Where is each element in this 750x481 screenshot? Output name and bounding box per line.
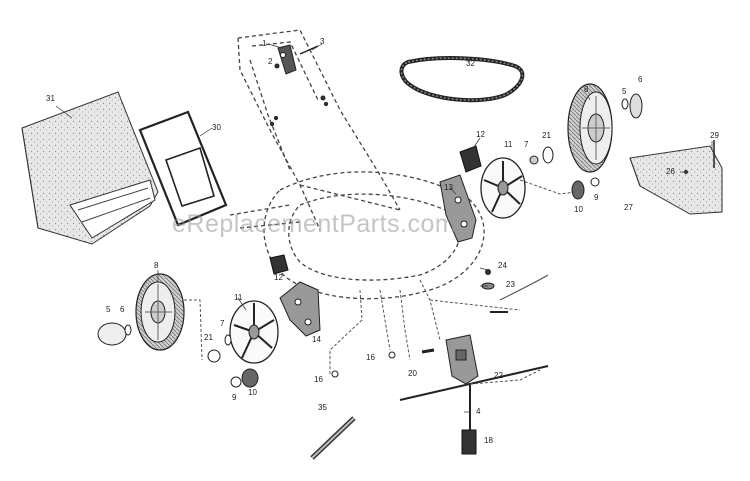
callout-32: 32 xyxy=(466,59,475,68)
callout-16-center: 16 xyxy=(366,353,375,362)
callout-13: 13 xyxy=(444,183,453,192)
callout-26: 26 xyxy=(666,167,675,176)
callout-9-right: 9 xyxy=(594,193,599,202)
callout-12-lower: 12 xyxy=(274,273,283,282)
callout-5-left: 5 xyxy=(106,305,111,314)
callout-35: 35 xyxy=(318,403,327,412)
callout-12-upper: 12 xyxy=(476,130,485,139)
mower-deck xyxy=(229,171,485,300)
rod xyxy=(310,416,356,460)
transmission xyxy=(399,334,549,455)
callout-11-right: 11 xyxy=(504,140,513,149)
drive-cover-right xyxy=(480,157,526,219)
callout-18: 18 xyxy=(484,436,493,445)
callout-24: 24 xyxy=(498,261,507,270)
callout-2: 2 xyxy=(268,57,273,66)
grass-bag xyxy=(21,91,159,245)
callout-14: 14 xyxy=(312,335,321,344)
callout-3: 3 xyxy=(320,37,325,46)
callout-21-right: 21 xyxy=(542,131,551,140)
right-small-parts xyxy=(519,146,600,200)
callout-6-right: 6 xyxy=(638,75,643,84)
height-adjuster-left xyxy=(279,281,321,337)
callout-22: 22 xyxy=(494,371,503,380)
callout-4: 4 xyxy=(476,407,481,416)
callout-27: 27 xyxy=(624,203,633,212)
callout-11-left: 11 xyxy=(234,293,243,302)
axle-parts xyxy=(331,269,549,378)
callout-6-left: 6 xyxy=(120,305,125,314)
callout-5-right: 5 xyxy=(622,87,627,96)
callout-10-left: 10 xyxy=(248,388,257,397)
drive-belt xyxy=(399,56,525,103)
hubcap-left xyxy=(97,322,132,346)
handle-assembly xyxy=(237,29,401,231)
spring-upper xyxy=(459,145,482,173)
hubcap-right xyxy=(621,93,643,119)
callout-8-left: 8 xyxy=(154,261,159,270)
callout-21-left: 21 xyxy=(204,333,213,342)
callout-29: 29 xyxy=(710,131,719,140)
callout-20: 20 xyxy=(408,369,417,378)
callout-7-left: 7 xyxy=(220,319,225,328)
bag-frame xyxy=(138,110,228,227)
upper-handle-parts xyxy=(269,44,329,127)
callout-23: 23 xyxy=(506,280,515,289)
rear-flap xyxy=(629,140,723,215)
callout-30: 30 xyxy=(212,123,221,132)
callout-31: 31 xyxy=(46,94,55,103)
watermark-text: eReplacementParts.com xyxy=(172,210,457,238)
callout-9-left: 9 xyxy=(232,393,237,402)
linkage-lines xyxy=(329,279,541,385)
left-small-parts xyxy=(184,299,259,388)
leader-lines xyxy=(55,43,713,441)
height-adjuster-right xyxy=(439,174,477,243)
drive-cover-left xyxy=(229,300,279,364)
rear-wheel-left xyxy=(135,273,185,351)
rear-wheel-right xyxy=(567,83,613,173)
callout-8-right: 8 xyxy=(584,85,589,94)
callout-16-left: 16 xyxy=(314,375,323,384)
callout-10-right: 10 xyxy=(574,205,583,214)
callout-7-right: 7 xyxy=(524,140,529,149)
callout-1: 1 xyxy=(262,39,267,48)
spring-lower xyxy=(269,254,289,275)
